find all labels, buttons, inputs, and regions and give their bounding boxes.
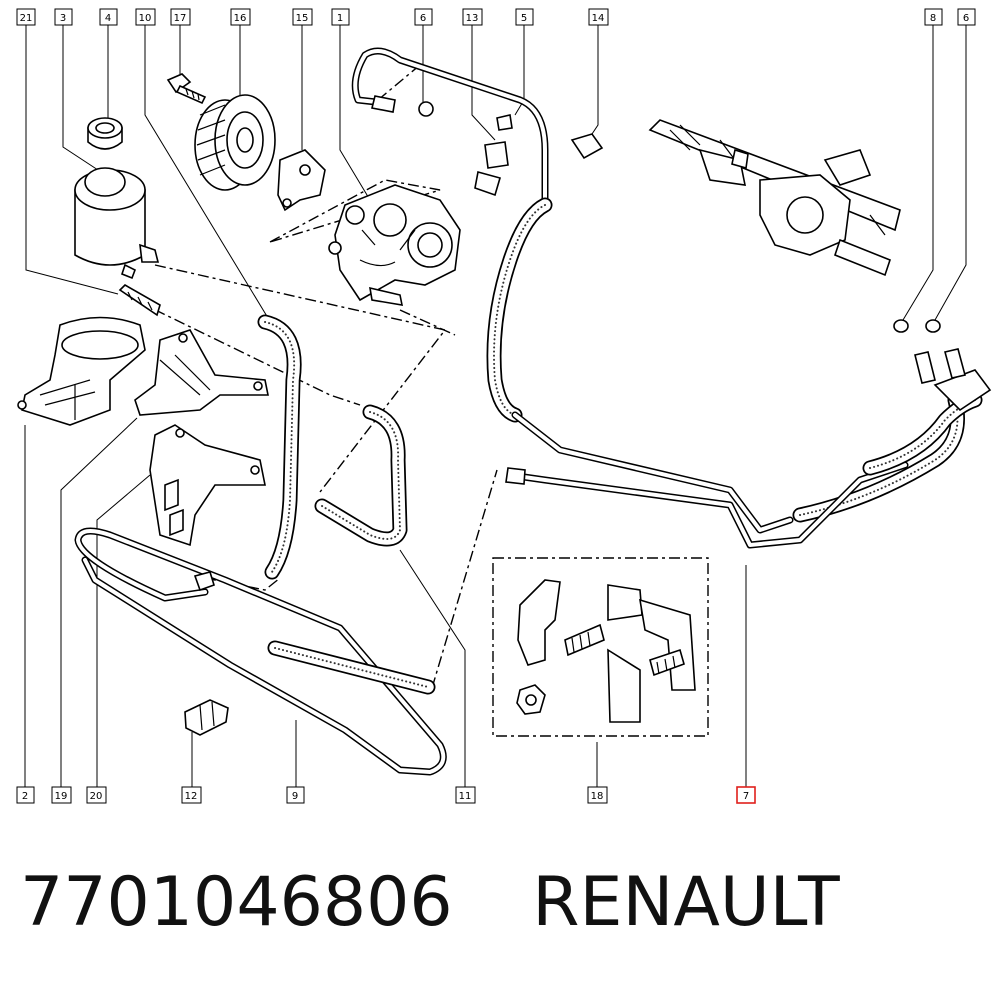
callout-5: 5 — [515, 8, 534, 26]
svg-text:6: 6 — [963, 13, 969, 24]
svg-text:18: 18 — [591, 791, 604, 802]
callout-13: 13 — [462, 8, 483, 26]
callout-7-highlighted: 7 — [736, 786, 756, 804]
svg-text:4: 4 — [105, 13, 111, 24]
brand-name: RENAULT — [532, 863, 840, 942]
pulley — [194, 94, 276, 191]
leader-lines — [24, 25, 967, 790]
callout-10: 10 — [135, 8, 156, 26]
callout-11: 11 — [455, 786, 476, 804]
fluid-reservoir — [74, 167, 160, 280]
svg-text:10: 10 — [139, 13, 152, 24]
svg-text:7: 7 — [743, 791, 749, 802]
svg-text:12: 12 — [185, 791, 198, 802]
pulley-bolt — [166, 73, 207, 105]
callout-3: 3 — [54, 8, 73, 26]
callout-1: 1 — [331, 8, 350, 26]
footer-caption: 7701046806 RENAULT — [20, 858, 980, 948]
svg-text:17: 17 — [174, 13, 187, 24]
reservoir-cap — [87, 117, 123, 150]
pump-bracket — [277, 149, 326, 212]
seal-ring-6 — [418, 101, 434, 117]
cooler-pipe-9 — [74, 527, 447, 776]
callout-2: 2 — [16, 786, 35, 804]
callout-6-right: 6 — [957, 8, 976, 26]
callout-16: 16 — [230, 8, 251, 26]
power-steering-pump — [328, 184, 461, 306]
callout-19: 19 — [51, 786, 72, 804]
svg-text:20: 20 — [90, 791, 103, 802]
callout-17: 17 — [170, 8, 191, 26]
svg-text:5: 5 — [521, 13, 527, 24]
clip-14 — [570, 133, 604, 160]
reservoir-clamp — [118, 284, 161, 317]
svg-text:21: 21 — [20, 13, 33, 24]
svg-text:3: 3 — [60, 13, 66, 24]
bracket-20 — [149, 424, 266, 547]
callout-12: 12 — [181, 786, 202, 804]
svg-text:8: 8 — [930, 13, 936, 24]
return-hose-11 — [314, 404, 408, 547]
callout-15: 15 — [292, 8, 313, 26]
reservoir-support — [17, 316, 146, 426]
svg-text:14: 14 — [592, 13, 605, 24]
unions-pair — [914, 348, 966, 384]
callout-14: 14 — [588, 8, 609, 26]
bracket-19 — [134, 329, 269, 416]
svg-text:13: 13 — [466, 13, 479, 24]
pressure-pipe-5 — [351, 47, 549, 204]
callout-9: 9 — [286, 786, 305, 804]
return-pipe-7 — [505, 369, 992, 549]
seal-ring-6b — [925, 319, 941, 333]
callout-18: 18 — [587, 786, 608, 804]
callout-6: 6 — [414, 8, 433, 26]
svg-text:16: 16 — [234, 13, 247, 24]
callout-20: 20 — [86, 786, 107, 804]
return-hose-10 — [257, 314, 302, 580]
svg-text:1: 1 — [337, 13, 343, 24]
pressure-hose-5 — [486, 197, 965, 534]
callout-8: 8 — [924, 8, 943, 26]
part-number: 7701046806 — [20, 863, 453, 942]
callout-4: 4 — [99, 8, 118, 26]
svg-text:11: 11 — [459, 791, 472, 802]
svg-text:9: 9 — [292, 791, 298, 802]
svg-text:15: 15 — [296, 13, 309, 24]
callout-21: 21 — [16, 8, 36, 26]
svg-text:6: 6 — [420, 13, 426, 24]
pipe-clip-12 — [184, 699, 229, 736]
fixing-kit-18 — [516, 579, 696, 723]
union-13 — [474, 114, 513, 197]
svg-text:19: 19 — [55, 791, 68, 802]
steering-rack — [648, 119, 901, 277]
seal-ring-8 — [893, 319, 909, 333]
svg-text:2: 2 — [22, 791, 28, 802]
assembly-lines — [134, 64, 709, 737]
